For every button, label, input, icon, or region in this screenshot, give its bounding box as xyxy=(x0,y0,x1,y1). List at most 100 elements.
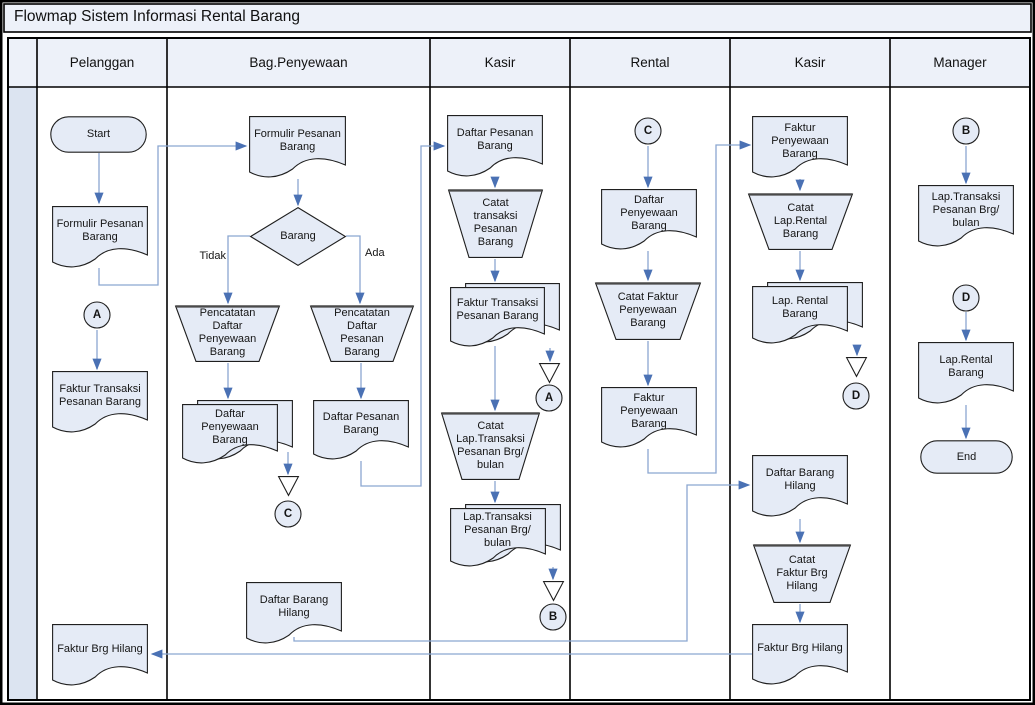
node-daftar-barang-hilang-kasir2: Daftar Barang Hilang xyxy=(752,455,848,517)
node-formulir-pesanan-pelanggan: Formulir Pesanan Barang xyxy=(52,206,148,268)
node-end-shape xyxy=(920,440,1013,474)
node-connector-c-bag: C xyxy=(274,500,302,528)
node-lap-rental-kasir2: Lap. Rental Barang xyxy=(752,282,863,344)
node-decision-barang: Barang xyxy=(249,206,347,267)
node-daftar-penyewaan-rental-shape xyxy=(601,189,697,250)
lane-header-kasir-2: Kasir xyxy=(794,55,826,70)
node-connector-c-rental-label: C xyxy=(643,124,653,137)
node-catat-lap-rental-label: Catat Lap.Rental Barang xyxy=(773,201,828,240)
node-daftar-pesanan-kasir-label: Daftar Pesanan Barang xyxy=(456,127,534,152)
node-daftar-penyewaan-bag-label: Daftar Penyewaan Barang xyxy=(201,407,259,446)
node-pencatatan-daftar-pesanan-label: Pencatatan Daftar Pesanan Barang xyxy=(334,307,390,358)
node-start-shape xyxy=(50,116,147,153)
node-catat-faktur-brg-hilang-shape xyxy=(752,544,852,603)
lane-header-pelanggan: Pelanggan xyxy=(69,55,135,70)
node-connector-a-pelanggan-shape xyxy=(83,301,111,329)
node-connector-a-kasir: A xyxy=(535,384,563,412)
node-daftar-pesanan-bag: Daftar Pesanan Barang xyxy=(313,400,409,460)
node-connector-a-pelanggan-label: A xyxy=(92,308,102,321)
node-daftar-barang-hilang-kasir2-label: Daftar Barang Hilang xyxy=(765,467,835,492)
node-connector-b-manager-shape xyxy=(952,117,980,145)
node-connector-d-kasir2: D xyxy=(842,382,870,410)
node-end-label: End xyxy=(956,450,977,463)
node-connector-c-rental-shape xyxy=(634,117,662,145)
flow-daftar-barang-hilang-to-kasir2 xyxy=(293,480,751,642)
node-connector-b-kasir-label: B xyxy=(548,610,558,623)
node-lap-rental-kasir2-shape xyxy=(752,282,863,344)
node-catat-lap-transaksi-label: Catat Lap.Transaksi Pesanan Brg/ bulan xyxy=(456,419,525,471)
node-catat-transaksi-pesanan: Catat transaksi Pesanan Barang xyxy=(447,189,544,258)
node-daftar-barang-hilang-kasir2-shape xyxy=(752,455,848,517)
lane-header-bag-penyewaan: Bag.Penyewaan xyxy=(249,55,348,70)
offpage-marker-c-bag-shape xyxy=(277,476,300,497)
node-daftar-pesanan-bag-shape xyxy=(313,400,409,460)
node-catat-faktur-penyewaan: Catat Faktur Penyewaan Barang xyxy=(594,282,702,340)
node-formulir-pesanan-bag: Formulir Pesanan Barang xyxy=(249,116,346,178)
node-catat-transaksi-pesanan-shape xyxy=(447,189,544,258)
node-lap-rental-manager: Lap.Rental Barang xyxy=(918,342,1014,404)
node-lap-transaksi-manager: Lap.Transaksi Pesanan Brg/ bulan xyxy=(918,185,1014,247)
node-daftar-barang-hilang-bag: Daftar Barang Hilang xyxy=(246,582,342,644)
node-daftar-pesanan-kasir-shape xyxy=(447,115,543,177)
node-faktur-penyewaan-kasir2-label: Faktur Penyewaan Barang xyxy=(771,121,829,160)
node-catat-transaksi-pesanan-label: Catat transaksi Pesanan Barang xyxy=(473,197,518,248)
node-faktur-brg-hilang-pelanggan-shape xyxy=(52,624,148,686)
node-decision-barang-shape xyxy=(249,206,347,267)
node-connector-a-pelanggan: A xyxy=(83,301,111,329)
offpage-marker-b-kasir xyxy=(542,581,565,602)
offpage-marker-d-kasir2-shape xyxy=(845,357,868,378)
node-connector-b-manager: B xyxy=(952,117,980,145)
node-catat-faktur-brg-hilang: Catat Faktur Brg Hilang xyxy=(752,544,852,603)
node-lap-transaksi-kasir-shape xyxy=(450,504,561,567)
node-faktur-penyewaan-rental: Faktur Penyewaan Barang xyxy=(601,387,697,448)
flow-decision-tidak xyxy=(223,235,250,305)
node-pencatatan-daftar-pesanan-shape xyxy=(309,305,415,362)
node-faktur-brg-hilang-kasir2-shape xyxy=(752,624,848,685)
node-pencatatan-daftar-penyewaan-shape xyxy=(174,305,281,362)
node-faktur-transaksi-kasir-shape xyxy=(450,283,560,347)
node-catat-lap-transaksi-shape xyxy=(440,412,541,480)
node-catat-lap-rental-shape xyxy=(747,193,854,250)
node-connector-a-kasir-shape xyxy=(535,384,563,412)
node-daftar-pesanan-kasir: Daftar Pesanan Barang xyxy=(447,115,543,177)
node-daftar-penyewaan-rental-label: Daftar Penyewaan Barang xyxy=(620,194,678,232)
node-lap-transaksi-kasir: Lap.Transaksi Pesanan Brg/ bulan xyxy=(450,504,561,567)
node-catat-faktur-brg-hilang-label: Catat Faktur Brg Hilang xyxy=(776,553,828,592)
node-faktur-penyewaan-kasir2: Faktur Penyewaan Barang xyxy=(752,116,848,178)
node-faktur-penyewaan-kasir2-shape xyxy=(752,116,848,178)
decision-branch-ada: Ada xyxy=(365,247,385,259)
node-formulir-pesanan-pelanggan-shape xyxy=(52,206,148,268)
node-daftar-penyewaan-bag: Daftar Penyewaan Barang xyxy=(182,400,293,464)
node-connector-c-bag-shape xyxy=(274,500,302,528)
node-faktur-transaksi-pelanggan: Faktur Transaksi Pesanan Barang xyxy=(52,371,148,433)
node-daftar-penyewaan-bag-shape xyxy=(182,400,293,464)
node-lap-rental-kasir2-label: Lap. Rental Barang xyxy=(771,295,829,320)
offpage-marker-a-kasir-shape xyxy=(538,363,561,384)
node-connector-c-bag-label: C xyxy=(283,507,293,520)
offpage-marker-b-kasir-shape xyxy=(542,581,565,602)
node-lap-transaksi-manager-shape xyxy=(918,185,1014,247)
node-faktur-transaksi-pelanggan-shape xyxy=(52,371,148,433)
node-connector-b-kasir: B xyxy=(539,603,567,631)
title-bar xyxy=(3,3,1032,33)
node-pencatatan-daftar-penyewaan: Pencatatan Daftar Penyewaan Barang xyxy=(174,305,281,362)
node-connector-d-manager-shape xyxy=(952,284,980,312)
left-strip xyxy=(9,87,37,699)
node-daftar-barang-hilang-bag-shape xyxy=(246,582,342,644)
node-lap-rental-manager-label: Lap.Rental Barang xyxy=(939,354,993,379)
node-connector-d-kasir2-shape xyxy=(842,382,870,410)
flow-formulir-pelanggan-to-bag xyxy=(98,141,248,286)
flow-daftar-pesanan-to-kasir xyxy=(360,141,446,487)
node-pencatatan-daftar-penyewaan-label: Pencatatan Daftar Penyewaan Barang xyxy=(198,307,257,358)
node-connector-c-rental: C xyxy=(634,117,662,145)
node-lap-transaksi-manager-label: Lap.Transaksi Pesanan Brg/ bulan xyxy=(931,190,1001,229)
node-daftar-barang-hilang-bag-label: Daftar Barang Hilang xyxy=(259,594,329,619)
flow-faktur-penyewaan-to-kasir2 xyxy=(647,140,752,474)
node-faktur-brg-hilang-pelanggan-label: Faktur Brg Hilang xyxy=(57,642,143,655)
lane-header-kasir-1: Kasir xyxy=(484,55,516,70)
node-start-label: Start xyxy=(86,128,111,140)
lane-header-rental: Rental xyxy=(630,55,670,70)
